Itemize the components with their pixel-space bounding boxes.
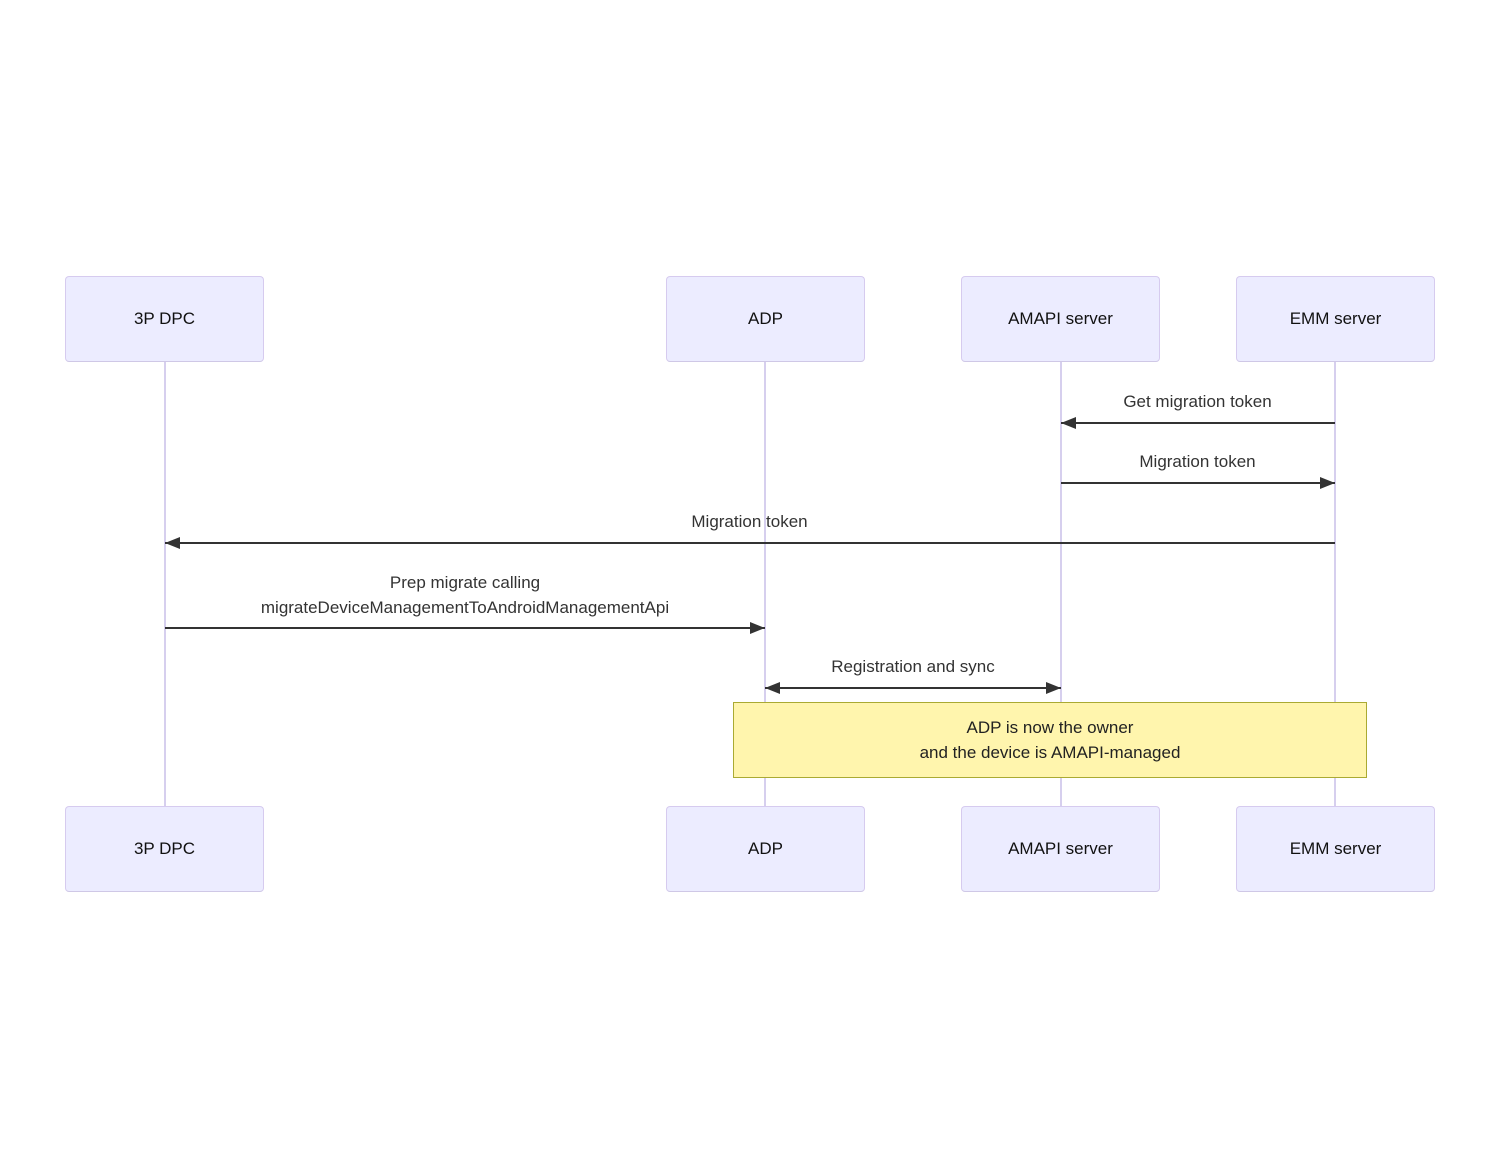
arrowhead-right-icon (750, 622, 765, 634)
actor-amapi-server-bottom: AMAPI server (961, 806, 1160, 892)
message-label-migration-token-long: Migration token (691, 512, 808, 531)
actor-label: 3P DPC (133, 839, 196, 858)
lifeline-adp (764, 361, 766, 806)
actor-label: ADP (748, 839, 783, 858)
arrowhead-right-icon (1046, 682, 1061, 694)
message-label-prep-migrate: Prep migrate calling migrateDeviceManage… (260, 573, 670, 617)
message-line (1061, 482, 1335, 484)
actor-adp-bottom: ADP (666, 806, 865, 892)
actor-emm-server-bottom: EMM server (1236, 806, 1435, 892)
note-adp-owner: ADP is now the owner and the device is A… (733, 702, 1367, 778)
actor-3p-dpc-bottom: 3P DPC (65, 806, 264, 892)
message-label-get-migration-token: Get migration token (1123, 392, 1272, 411)
actor-3p-dpc-top: 3P DPC (65, 276, 264, 362)
message-label-registration-and-sync: Registration and sync (831, 657, 995, 676)
actor-adp-top: ADP (666, 276, 865, 362)
arrowhead-right-icon (1320, 477, 1335, 489)
actor-label: AMAPI server (1008, 309, 1113, 328)
message-line (765, 687, 1061, 689)
actor-amapi-server-top: AMAPI server (961, 276, 1160, 362)
lifeline-3p-dpc (163, 361, 166, 806)
actor-label: EMM server (1289, 309, 1382, 328)
message-line (165, 542, 1335, 544)
arrowhead-left-icon (1061, 417, 1076, 429)
message-line (165, 627, 765, 629)
lifeline-emm-server (1334, 361, 1336, 806)
actor-label: EMM server (1289, 839, 1382, 858)
actor-label: ADP (748, 309, 783, 328)
actor-emm-server-top: EMM server (1236, 276, 1435, 362)
arrowhead-left-icon (765, 682, 780, 694)
actor-label: AMAPI server (1008, 839, 1113, 858)
arrowhead-left-icon (165, 537, 180, 549)
message-line (1061, 422, 1335, 424)
lifeline-amapi-server (1059, 361, 1062, 806)
actor-label: 3P DPC (133, 309, 196, 328)
message-label-migration-token: Migration token (1139, 452, 1256, 471)
